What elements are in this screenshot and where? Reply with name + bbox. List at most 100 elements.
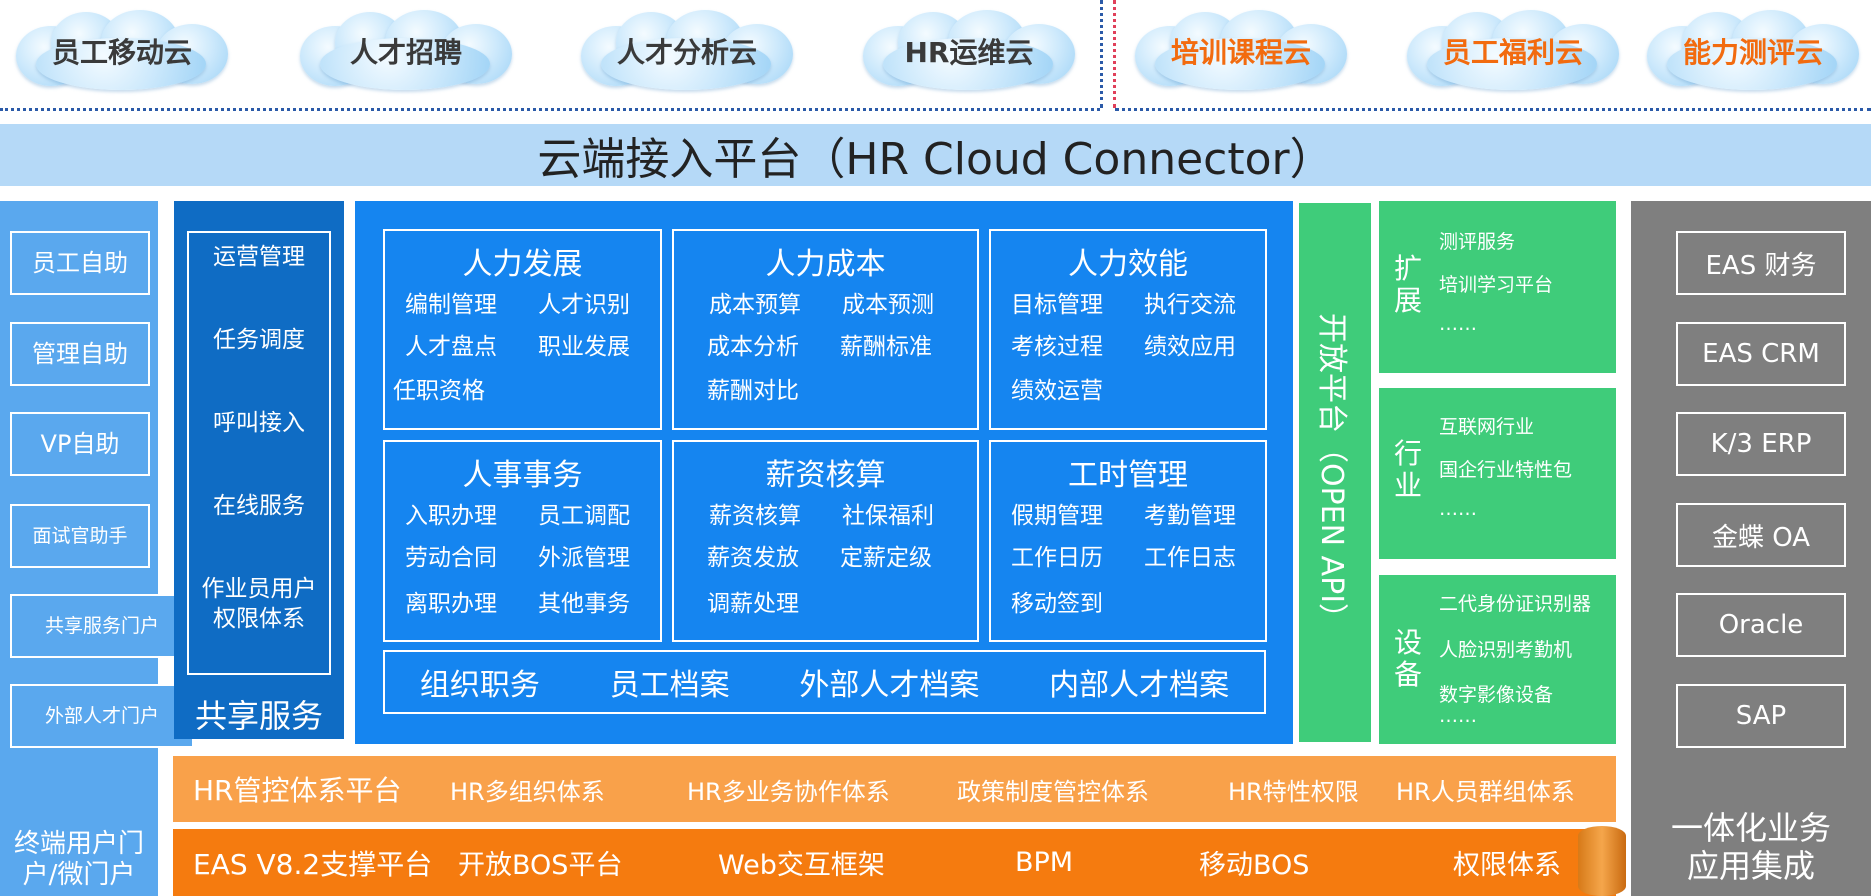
system-sap-button[interactable]: SAP — [1676, 684, 1846, 748]
employee-self-service-button[interactable]: 员工自助 — [10, 231, 150, 295]
module-item: 人才盘点 — [405, 334, 497, 360]
cloud-row: 员工移动云 人才招聘 人才分析云 HR运维云 培训课程云 — [0, 0, 1871, 118]
archive-employee[interactable]: 员工档案 — [609, 668, 730, 703]
module-item: 离职办理 — [405, 591, 497, 617]
shared-item-operator-permission[interactable]: 作业员用户权限体系 — [201, 576, 317, 632]
cloud-label: 员工福利云 — [1442, 36, 1583, 69]
system-eas-crm-button[interactable]: EAS CRM — [1676, 322, 1846, 386]
shared-service-title: 共享服务 — [194, 697, 323, 735]
button-label: VP自助 — [40, 429, 120, 458]
dotted-separator-right — [1115, 108, 1871, 111]
module-item: 薪酬标准 — [840, 334, 932, 360]
system-kingdee-oa-button[interactable]: 金蝶 OA — [1676, 503, 1846, 567]
extension-line: 培训学习平台 — [1439, 274, 1554, 296]
module-item: 成本预测 — [842, 292, 934, 318]
extension-block: 扩展 测评服务 培训学习平台 …… — [1379, 201, 1616, 373]
module-hr-development[interactable]: 人力发展 编制管理 人才识别 人才盘点 职业发展 任职资格 — [383, 229, 662, 430]
eas-platform-title: EAS V8.2支撑平台 — [193, 847, 433, 881]
eas-platform-item[interactable]: Web交互框架 — [718, 850, 885, 881]
shared-item-scheduling[interactable]: 任务调度 — [213, 327, 305, 353]
module-item: 入职办理 — [405, 503, 497, 529]
manager-self-service-button[interactable]: 管理自助 — [10, 322, 150, 386]
dotted-separator-left — [0, 108, 1100, 111]
extension-line: 测评服务 — [1439, 231, 1516, 253]
module-item: 调薪处理 — [707, 591, 799, 617]
module-item: 外派管理 — [538, 545, 630, 571]
eas-platform-item[interactable]: 权限体系 — [1453, 850, 1561, 881]
eas-platform-item[interactable]: BPM — [1015, 847, 1074, 878]
module-item: 人才识别 — [538, 292, 630, 318]
module-time-management[interactable]: 工时管理 假期管理 考勤管理 工作日历 工作日志 移动签到 — [989, 440, 1267, 642]
hr-core-modules: 人力发展 编制管理 人才识别 人才盘点 职业发展 任职资格 人力成本 成本预算 … — [355, 201, 1293, 744]
cloud-label: HR运维云 — [904, 36, 1034, 69]
shared-service-panel: 运营管理 任务调度 呼叫接入 在线服务 作业员用户权限体系 共享服务 — [174, 201, 344, 739]
button-label: 员工自助 — [32, 248, 128, 277]
shared-item-online[interactable]: 在线服务 — [213, 493, 305, 519]
hr-control-item[interactable]: HR多组织体系 — [450, 777, 605, 806]
cloud-welfare: 员工福利云 — [1397, 8, 1629, 94]
shared-service-portal-button[interactable]: 共享服务门户 — [10, 594, 194, 658]
archive-org-positions[interactable]: 组织职务 — [419, 668, 540, 703]
module-item: 考勤管理 — [1144, 503, 1236, 529]
module-hr-cost[interactable]: 人力成本 成本预算 成本预测 成本分析 薪酬标准 薪酬对比 — [672, 229, 979, 430]
cloud-talent-recruit: 人才招聘 — [290, 8, 522, 94]
hr-control-item[interactable]: 政策制度管控体系 — [957, 777, 1149, 806]
module-title: 人力效能 — [1068, 247, 1188, 282]
device-line: 人脸识别考勤机 — [1439, 639, 1573, 661]
system-eas-finance-button[interactable]: EAS 财务 — [1676, 231, 1846, 295]
button-label: 共享服务门户 — [44, 614, 159, 637]
cloud-label: 人才招聘 — [349, 36, 462, 69]
eas-platform-bar: EAS V8.2支撑平台 开放BOS平台 Web交互框架 BPM 移动BOS 权… — [173, 829, 1616, 896]
module-item: 成本预算 — [709, 292, 801, 318]
industry-block: 行业 互联网行业 国企行业特性包 …… — [1379, 388, 1616, 559]
system-oracle-button[interactable]: Oracle — [1676, 593, 1846, 657]
industry-line: 互联网行业 — [1439, 416, 1535, 438]
module-title: 薪资核算 — [765, 458, 886, 493]
shared-item-ops[interactable]: 运营管理 — [213, 244, 305, 270]
footer-text: 一体化业务应用集成 — [1670, 809, 1831, 886]
module-item: 员工调配 — [538, 503, 630, 529]
module-item: 执行交流 — [1144, 292, 1236, 318]
module-item: 职业发展 — [538, 334, 630, 360]
integration-footer: 一体化业务应用集成 — [1631, 809, 1871, 886]
device-line: …… — [1439, 705, 1477, 727]
button-label: 管理自助 — [32, 339, 128, 368]
interviewer-assistant-button[interactable]: 面试官助手 — [10, 504, 150, 568]
module-item: 薪酬对比 — [707, 378, 799, 404]
hr-control-item[interactable]: HR特性权限 — [1228, 777, 1359, 806]
eas-platform-item[interactable]: 开放BOS平台 — [458, 850, 623, 881]
module-item: 社保福利 — [842, 503, 934, 529]
industry-key: 行业 — [1393, 437, 1422, 503]
external-talent-portal-button[interactable]: 外部人才门户 — [10, 684, 194, 748]
industry-line: …… — [1439, 498, 1477, 520]
module-hr-efficiency[interactable]: 人力效能 目标管理 执行交流 考核过程 绩效应用 绩效运营 — [989, 229, 1267, 430]
module-payroll[interactable]: 薪资核算 薪资核算 社保福利 薪资发放 定薪定级 调薪处理 — [672, 440, 979, 642]
module-item: 任职资格 — [393, 378, 485, 404]
module-item: 考核过程 — [1011, 334, 1103, 360]
hr-control-item[interactable]: HR多业务协作体系 — [687, 777, 890, 806]
module-item: 编制管理 — [405, 292, 497, 318]
archive-external-talent[interactable]: 外部人才档案 — [799, 668, 980, 703]
module-title: 人事事务 — [462, 458, 583, 493]
archive-internal-talent[interactable]: 内部人才档案 — [1049, 668, 1230, 703]
device-key: 设备 — [1393, 626, 1422, 692]
cloud-talent-analysis: 人才分析云 — [571, 8, 803, 94]
module-item: 其他事务 — [538, 591, 630, 617]
module-item: 薪资发放 — [707, 545, 799, 571]
hr-control-item[interactable]: HR人员群组体系 — [1396, 777, 1575, 806]
module-item: 工作日志 — [1144, 545, 1236, 571]
system-k3-erp-button[interactable]: K/3 ERP — [1676, 412, 1846, 476]
cloud-employee-mobile: 员工移动云 — [6, 8, 238, 94]
eas-platform-item[interactable]: 移动BOS — [1199, 850, 1310, 881]
end-user-portal-title: 终端用户门户/微门户 — [0, 829, 158, 891]
module-title: 人力发展 — [462, 247, 583, 282]
button-label: 外部人才门户 — [44, 704, 159, 727]
vp-self-service-button[interactable]: VP自助 — [10, 412, 150, 476]
module-personnel-affairs[interactable]: 人事事务 入职办理 员工调配 劳动合同 外派管理 离职办理 其他事务 — [383, 440, 662, 642]
extension-line: …… — [1439, 313, 1477, 335]
end-user-portal-panel: 员工自助 管理自助 VP自助 面试官助手 共享服务门户 外部人才门户 终端用户门… — [0, 201, 194, 896]
shared-item-call[interactable]: 呼叫接入 — [213, 410, 305, 436]
module-item: 绩效运营 — [1011, 378, 1103, 404]
cloud-label: 员工移动云 — [51, 36, 192, 69]
extension-key: 扩展 — [1393, 252, 1422, 318]
